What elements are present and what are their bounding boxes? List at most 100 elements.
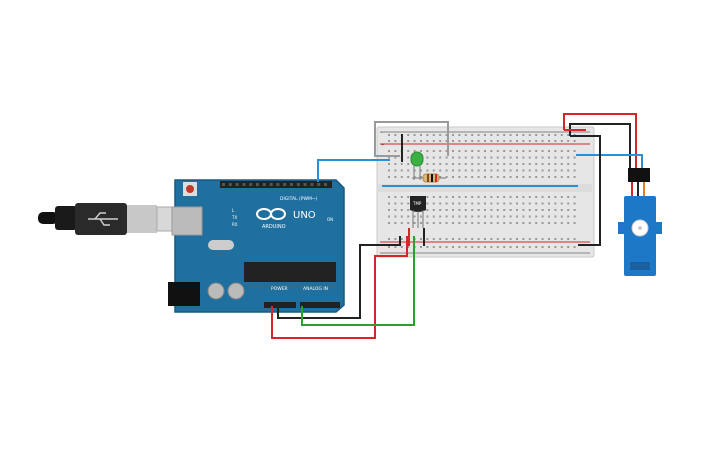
- breadboard-hole[interactable]: [420, 150, 422, 152]
- breadboard-hole[interactable]: [541, 209, 544, 211]
- breadboard[interactable]: [376, 126, 595, 258]
- breadboard-hole[interactable]: [407, 134, 410, 136]
- breadboard-hole[interactable]: [541, 176, 544, 178]
- breadboard-hole[interactable]: [420, 176, 422, 178]
- breadboard-hole[interactable]: [458, 163, 461, 165]
- breadboard-hole[interactable]: [477, 140, 480, 142]
- breadboard-hole[interactable]: [528, 169, 531, 172]
- breadboard-hole[interactable]: [560, 150, 563, 152]
- breadboard-hole[interactable]: [548, 163, 550, 165]
- breadboard-hole[interactable]: [477, 222, 480, 224]
- breadboard-hole[interactable]: [554, 169, 557, 172]
- breadboard-hole[interactable]: [522, 238, 525, 240]
- breadboard-hole[interactable]: [432, 209, 435, 211]
- breadboard-hole[interactable]: [567, 150, 570, 152]
- breadboard-hole[interactable]: [413, 222, 416, 224]
- breadboard-hole[interactable]: [554, 134, 557, 136]
- wire-red-5v[interactable]: [271, 236, 408, 339]
- breadboard-hole[interactable]: [407, 169, 410, 172]
- breadboard-hole[interactable]: [413, 176, 416, 178]
- breadboard-hole[interactable]: [554, 246, 557, 248]
- breadboard-hole[interactable]: [394, 209, 397, 211]
- digital-pin[interactable]: [249, 183, 253, 186]
- breadboard-hole[interactable]: [388, 202, 390, 205]
- breadboard-hole[interactable]: [522, 134, 525, 136]
- breadboard-hole[interactable]: [535, 156, 538, 159]
- breadboard-hole[interactable]: [516, 169, 518, 172]
- breadboard-hole[interactable]: [541, 222, 544, 224]
- breadboard-hole[interactable]: [394, 215, 397, 218]
- breadboard-hole[interactable]: [394, 156, 397, 159]
- breadboard-hole[interactable]: [522, 209, 525, 211]
- breadboard-hole[interactable]: [471, 196, 474, 198]
- breadboard-hole[interactable]: [516, 238, 518, 240]
- breadboard-hole[interactable]: [554, 156, 557, 159]
- breadboard-hole[interactable]: [464, 215, 467, 218]
- digital-header[interactable]: [220, 181, 332, 188]
- breadboard-hole[interactable]: [528, 150, 531, 152]
- digital-pin[interactable]: [269, 183, 273, 186]
- breadboard-hole[interactable]: [522, 246, 525, 248]
- breadboard-hole[interactable]: [471, 134, 474, 136]
- breadboard-hole[interactable]: [413, 215, 416, 218]
- breadboard-hole[interactable]: [394, 140, 397, 142]
- breadboard-hole[interactable]: [439, 202, 442, 205]
- breadboard-hole[interactable]: [484, 238, 486, 240]
- breadboard-hole[interactable]: [452, 238, 454, 240]
- breadboard-hole[interactable]: [452, 202, 454, 205]
- breadboard-hole[interactable]: [554, 202, 557, 205]
- led[interactable]: [410, 151, 424, 180]
- breadboard-hole[interactable]: [394, 246, 397, 248]
- wire-blue-servo[interactable]: [576, 154, 643, 170]
- breadboard-hole[interactable]: [528, 246, 531, 248]
- breadboard-hole[interactable]: [535, 202, 538, 205]
- breadboard-hole[interactable]: [477, 176, 480, 178]
- breadboard-hole[interactable]: [522, 140, 525, 142]
- breadboard-hole[interactable]: [407, 156, 410, 159]
- breadboard-hole[interactable]: [484, 202, 486, 205]
- breadboard-hole[interactable]: [400, 238, 403, 240]
- breadboard-hole[interactable]: [426, 246, 429, 248]
- servo-connector[interactable]: [628, 168, 650, 182]
- breadboard-hole[interactable]: [413, 150, 416, 152]
- breadboard-hole[interactable]: [567, 246, 570, 248]
- breadboard-hole[interactable]: [439, 169, 442, 172]
- breadboard-hole[interactable]: [503, 222, 506, 224]
- digital-pin[interactable]: [303, 183, 307, 186]
- breadboard-hole[interactable]: [496, 134, 499, 136]
- arduino-uno-board[interactable]: ARDUINO UNO DIGITAL (PWM~) TX RX L ON PO…: [168, 179, 345, 313]
- breadboard-hole[interactable]: [426, 222, 429, 224]
- breadboard-hole[interactable]: [452, 150, 454, 152]
- breadboard-hole[interactable]: [516, 156, 518, 159]
- breadboard-hole[interactable]: [400, 246, 403, 248]
- breadboard-hole[interactable]: [528, 222, 531, 224]
- breadboard-hole[interactable]: [426, 209, 429, 211]
- breadboard-hole[interactable]: [522, 222, 525, 224]
- breadboard-hole[interactable]: [535, 163, 538, 165]
- breadboard-hole[interactable]: [471, 176, 474, 178]
- breadboard-hole[interactable]: [445, 209, 448, 211]
- breadboard-hole[interactable]: [458, 196, 461, 198]
- breadboard-hole[interactable]: [490, 238, 493, 240]
- breadboard-hole[interactable]: [388, 140, 390, 142]
- breadboard-hole[interactable]: [573, 196, 576, 198]
- breadboard-hole[interactable]: [503, 238, 506, 240]
- breadboard-hole[interactable]: [484, 150, 486, 152]
- breadboard-hole[interactable]: [496, 222, 499, 224]
- breadboard-hole[interactable]: [528, 238, 531, 240]
- breadboard-hole[interactable]: [541, 150, 544, 152]
- breadboard-hole[interactable]: [548, 176, 550, 178]
- breadboard-hole[interactable]: [567, 222, 570, 224]
- breadboard-hole[interactable]: [509, 150, 512, 152]
- breadboard-hole[interactable]: [439, 134, 442, 136]
- breadboard-hole[interactable]: [541, 238, 544, 240]
- breadboard-hole[interactable]: [471, 202, 474, 205]
- breadboard-hole[interactable]: [388, 246, 390, 248]
- breadboard-hole[interactable]: [432, 169, 435, 172]
- breadboard-hole[interactable]: [573, 156, 576, 159]
- digital-pin[interactable]: [324, 183, 327, 186]
- breadboard-hole[interactable]: [541, 215, 544, 218]
- breadboard-hole[interactable]: [407, 246, 410, 248]
- breadboard-hole[interactable]: [567, 238, 570, 240]
- breadboard-hole[interactable]: [426, 202, 429, 205]
